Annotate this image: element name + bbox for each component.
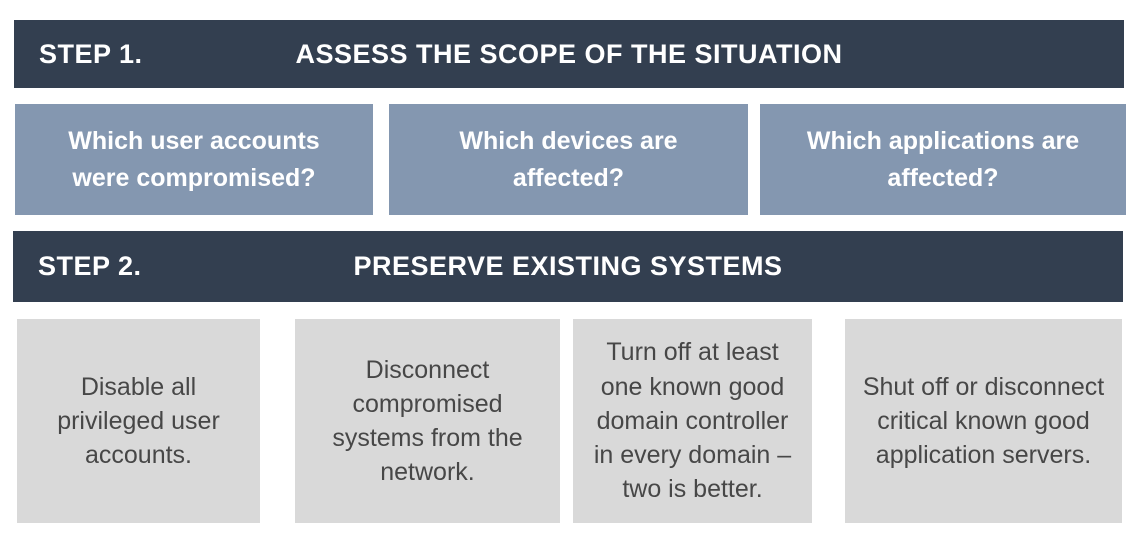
step1-label: STEP 1. <box>39 38 143 69</box>
question-text: Which applications are affected? <box>806 127 1080 192</box>
step2-header-bar: STEP 2. PRESERVE EXISTING SYSTEMS <box>13 231 1123 302</box>
step2-title: PRESERVE EXISTING SYSTEMS <box>353 251 783 281</box>
action-text: Disable all privileged user accounts. <box>57 372 220 470</box>
action-text: Disconnect compromised systems from the … <box>332 355 523 487</box>
action-text: Turn off at least one known good domain … <box>593 338 792 504</box>
step2-label: STEP 2. <box>38 251 142 281</box>
action-card-application-servers: Shut off or disconnect critical known go… <box>845 319 1122 523</box>
action-card-disable-accounts: Disable all privileged user accounts. <box>17 319 260 523</box>
action-card-disconnect-systems: Disconnect compromised systems from the … <box>295 319 560 523</box>
question-card-devices: Which devices are affected? <box>389 104 748 215</box>
question-text: Which devices are affected? <box>459 127 678 192</box>
step1-title: ASSESS THE SCOPE OF THE SITUATION <box>295 38 843 69</box>
action-text: Shut off or disconnect critical known go… <box>862 372 1105 470</box>
question-card-applications: Which applications are affected? <box>760 104 1126 215</box>
step1-header-bar: STEP 1. ASSESS THE SCOPE OF THE SITUATIO… <box>14 20 1124 88</box>
question-card-user-accounts: Which user accounts were compromised? <box>15 104 373 215</box>
question-text: Which user accounts were compromised? <box>68 127 320 192</box>
action-card-domain-controller: Turn off at least one known good domain … <box>573 319 812 523</box>
